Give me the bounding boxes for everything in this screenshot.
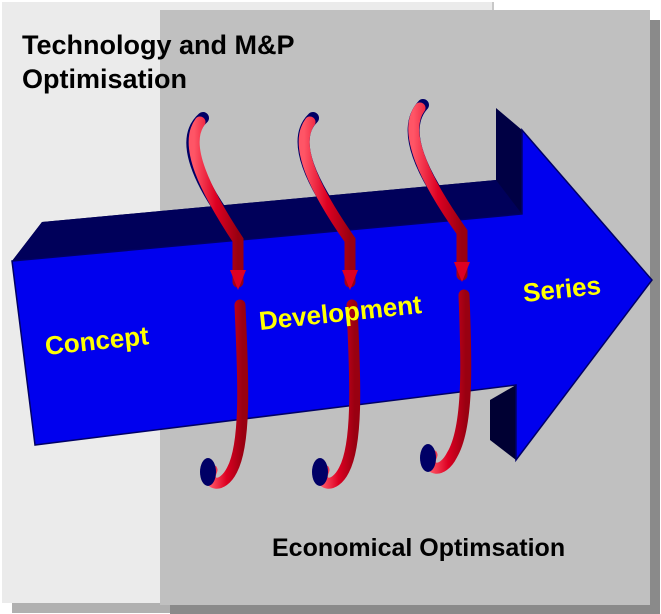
technology-optimisation-label: Technology and M&P Optimisation bbox=[22, 28, 295, 96]
technology-label-line-1: Technology and M&P bbox=[22, 30, 295, 60]
cycle-loop-icon bbox=[408, 102, 472, 474]
economical-optimisation-label: Economical Optimsation bbox=[272, 534, 566, 562]
cycle-loop-icon bbox=[298, 116, 361, 489]
cycle-loop-icon bbox=[188, 116, 249, 489]
cycle-loops bbox=[188, 102, 472, 489]
technology-label-line-2: Optimisation bbox=[22, 64, 188, 94]
arrow-body bbox=[11, 108, 653, 463]
